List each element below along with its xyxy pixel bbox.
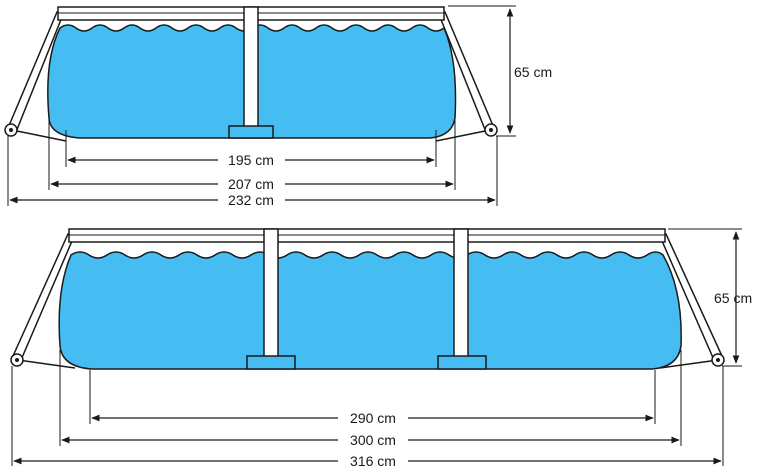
small-pool-inner-label: 195 cm bbox=[228, 152, 274, 168]
small-pool-extension-lines bbox=[7, 5, 516, 206]
large-pool-foot-1 bbox=[246, 355, 296, 370]
large-pool-inner-label: 290 cm bbox=[350, 410, 396, 426]
large-pool-extension-lines bbox=[11, 228, 742, 466]
large-pool-height-label: 65 cm bbox=[714, 290, 752, 306]
small-pool: 65 cm 195 cm 207 cm 232 cm bbox=[4, 5, 552, 208]
small-pool-middle-label: 207 cm bbox=[228, 176, 274, 192]
large-pool-middle-label: 300 cm bbox=[350, 432, 396, 448]
small-pool-center-leg bbox=[243, 6, 259, 129]
large-pool: 65 cm 290 cm 300 cm 316 cm bbox=[10, 228, 752, 469]
large-pool-leg-2 bbox=[453, 228, 469, 358]
large-pool-outer-label: 316 cm bbox=[350, 453, 396, 469]
large-pool-water bbox=[58, 251, 682, 370]
large-pool-leg-1 bbox=[263, 228, 279, 358]
small-pool-outer-label: 232 cm bbox=[228, 192, 274, 208]
large-pool-foot-2 bbox=[437, 355, 487, 370]
small-pool-height-label: 65 cm bbox=[514, 64, 552, 80]
small-pool-center-foot bbox=[228, 125, 274, 139]
